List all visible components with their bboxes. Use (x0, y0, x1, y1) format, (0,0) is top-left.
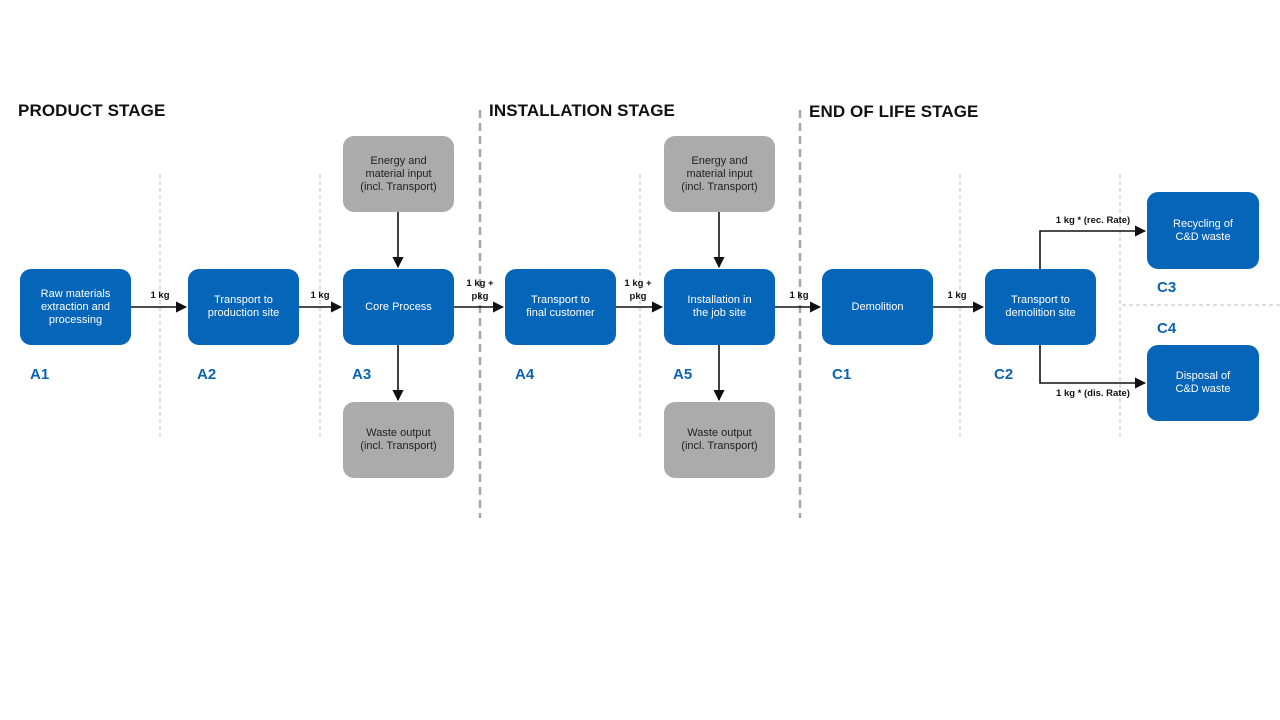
flow-label-a1-a2: 1 kg (150, 290, 170, 301)
code-c3: C3 (1157, 279, 1177, 296)
box-a5-energy-input: Energy and material input (incl. Transpo… (664, 136, 775, 212)
box-a5-installation: Installation in the job site (664, 269, 775, 345)
flow-label-a5-c1: 1 kg (789, 290, 809, 301)
box-c4-disposal: Disposal of C&D waste (1147, 345, 1259, 421)
box-a3-core-process: Core Process (343, 269, 454, 345)
box-c2-transport-demolition: Transport to demolition site (985, 269, 1096, 345)
flow-label-a4-a5: 1 kg + pkg (624, 278, 652, 302)
box-c1-demolition: Demolition (822, 269, 933, 345)
box-a5-waste-output: Waste output (incl. Transport) (664, 402, 775, 478)
flow-label-a2-a3: 1 kg (310, 290, 330, 301)
code-c1: C1 (832, 366, 852, 383)
code-a4: A4 (515, 366, 535, 383)
installation-stage-title: INSTALLATION STAGE (489, 101, 675, 120)
flow-label-a3-a4: 1 kg + pkg (466, 278, 494, 302)
arrow-c2-c3 (1039, 225, 1147, 269)
arrow-c2-c4 (1039, 345, 1147, 389)
flow-label-c1-c2: 1 kg (947, 290, 967, 301)
flow-label-c2-c4: 1 kg * (dis. Rate) (1056, 388, 1130, 399)
box-a1-raw-materials: Raw materials extraction and processing (20, 269, 131, 345)
product-stage-title: PRODUCT STAGE (18, 101, 166, 120)
box-c3-recycling: Recycling of C&D waste (1147, 192, 1259, 269)
code-c4: C4 (1157, 320, 1177, 337)
box-a3-energy-input: Energy and material input (incl. Transpo… (343, 136, 454, 212)
code-c2: C2 (994, 366, 1014, 383)
code-a5: A5 (673, 366, 693, 383)
flow-label-c2-c3: 1 kg * (rec. Rate) (1055, 215, 1131, 226)
code-a2: A2 (197, 366, 217, 383)
box-a3-waste-output: Waste output (incl. Transport) (343, 402, 454, 478)
box-a2-transport-production: Transport to production site (188, 269, 299, 345)
code-a3: A3 (352, 366, 372, 383)
box-a4-transport-customer: Transport to final customer (505, 269, 616, 345)
code-a1: A1 (30, 366, 50, 383)
end-of-life-stage-title: END OF LIFE STAGE (809, 102, 979, 121)
